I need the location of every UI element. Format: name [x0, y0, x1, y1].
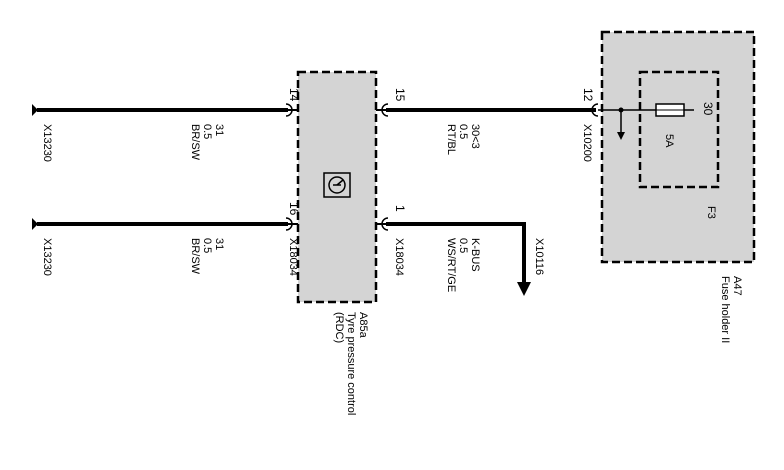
pin-connector-16 [285, 217, 293, 231]
pin-connector-15 [381, 103, 389, 117]
fuse-holder-name-label: Fuse holder II [719, 276, 731, 343]
rdc-name-line2: (RDC) [333, 312, 345, 343]
fuse-in-connector-label: X10200 [581, 124, 593, 162]
wire-top-left-number: 31 [213, 124, 225, 136]
wire-bottom-right-size: 0.5 [457, 238, 469, 253]
bus-connector-label: X10116 [533, 238, 545, 275]
wire-bottom-right-color: WS/RT/GE [445, 238, 457, 292]
rdc-left-connector-label: X18034 [287, 238, 299, 276]
wire-top-left-color: BR/SW [189, 124, 201, 161]
fuse-holder-id-label: A47 [731, 276, 743, 296]
left-bottom-connector-label: X13230 [41, 238, 53, 276]
fuse-rating-label: 5A [663, 134, 675, 148]
wire-top-right-color: RT/BL [445, 124, 457, 155]
fuse-id-label: F3 [705, 206, 717, 219]
pin-14-label: 14 [287, 88, 301, 102]
wire-top-right-number: 30<3 [469, 124, 481, 149]
pin-connector-14 [285, 103, 293, 117]
pin-15-label: 15 [393, 88, 407, 102]
pin-connector-12 [591, 103, 599, 117]
wire-bottom-right-number: K-BUS [469, 238, 481, 272]
rdc-box [296, 70, 378, 304]
wire-top-left-size: 0.5 [201, 124, 213, 139]
rdc-right-connector-label: X18034 [393, 238, 405, 276]
fuse-inner-box [638, 70, 720, 189]
junction-arrow [617, 132, 625, 140]
bus-arrow-head [517, 282, 531, 296]
left-top-terminal [32, 104, 38, 116]
wire-bottom-left-number: 31 [213, 238, 225, 250]
rdc-id-label: A85a [357, 312, 369, 339]
wire-bottom-left-size: 0.5 [201, 238, 213, 253]
left-bottom-terminal [32, 218, 38, 230]
rdc-symbol-icon [323, 172, 351, 198]
pin-16-label: 16 [287, 202, 301, 216]
pin-12-label: 12 [581, 88, 595, 102]
pin-1-label: 1 [393, 205, 407, 212]
left-top-connector-label: X13230 [41, 124, 53, 162]
wire-bottom-left-color: BR/SW [189, 238, 201, 275]
pin-connector-1 [381, 217, 389, 231]
wire-top-right-size: 0.5 [457, 124, 469, 139]
pin-30-label: 30 [701, 102, 715, 116]
rdc-name-line1: Tyre pressure control [345, 312, 357, 415]
